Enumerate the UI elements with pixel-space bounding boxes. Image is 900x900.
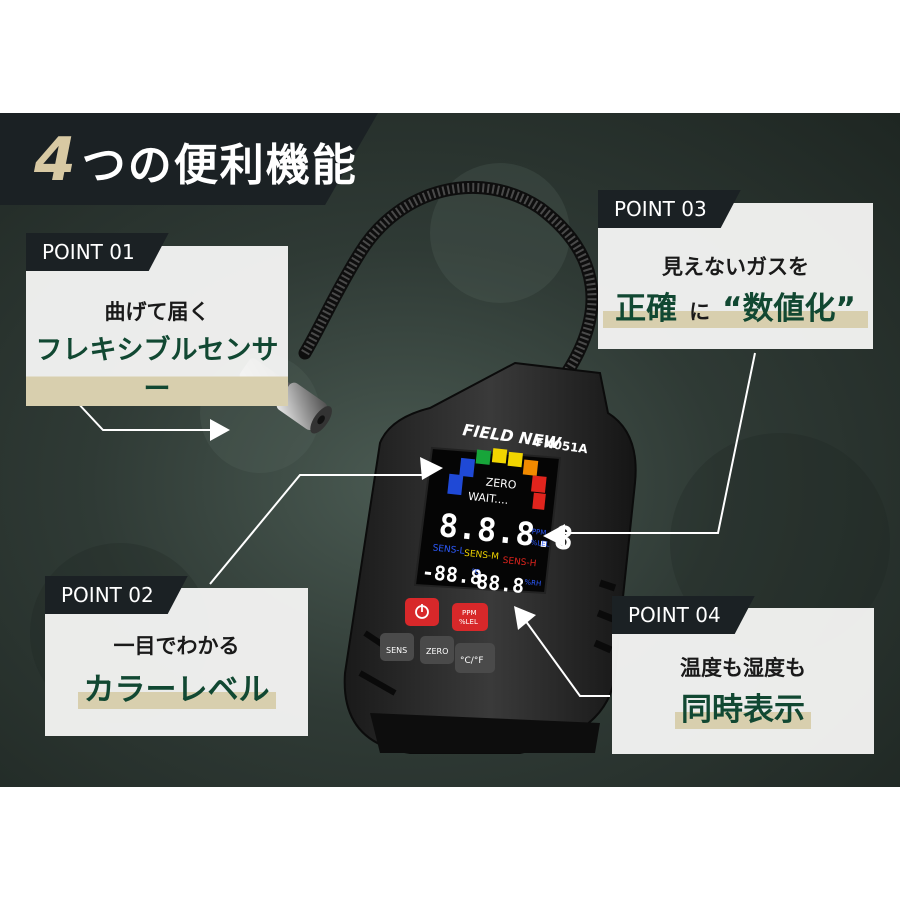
page-title: 4つの便利機能: [34, 130, 358, 191]
sens-m-indicator: SENS-M: [464, 549, 500, 563]
point-01-tag: POINT 01: [26, 233, 169, 271]
point-03-line1: 見えないガスを: [662, 255, 809, 279]
sens-h-indicator: SENS-H: [502, 556, 537, 569]
temp-unit-button[interactable]: °C/°F: [455, 643, 495, 673]
sens-button[interactable]: SENS: [380, 633, 414, 661]
point-02-line1: 一目でわかる: [113, 634, 240, 658]
point-03-word-numeric: “数値化”: [716, 283, 862, 328]
ppm-lel-button-label-2: %LEL: [459, 618, 478, 626]
point-04-tag: POINT 04: [612, 596, 755, 634]
sens-button-label: SENS: [386, 646, 407, 655]
point-03-word-accurate: 正確: [609, 283, 684, 328]
connector-point-03: [560, 352, 756, 534]
point-02-line2: カラーレベル: [45, 664, 308, 709]
arrow-point-04-icon: [514, 606, 536, 630]
title-band: [0, 113, 378, 205]
lcd-screen: ZERO WAIT.... 8.8.8.8 PPM %LEL SENS-L SE…: [421, 448, 575, 598]
point-01-line1: 曲げて届く: [104, 300, 210, 324]
point-02-highlight: カラーレベル: [77, 664, 276, 709]
connector-point-02: [209, 474, 425, 585]
point-01-line2: フレキシブルセンサー: [26, 328, 288, 406]
connector-point-01: [74, 399, 215, 431]
color-level-arc: [447, 448, 547, 510]
point-03-tag: POINT 03: [598, 190, 741, 228]
temp-unit-button-label: °C/°F: [460, 656, 484, 666]
zero-button[interactable]: ZERO: [420, 636, 454, 664]
humidity-reading: 88.8: [475, 569, 525, 598]
point-04-line1: 温度も湿度も: [680, 656, 806, 680]
point-04-highlight: 同時表示: [675, 684, 811, 729]
gas-detector-device: [343, 361, 637, 754]
power-button[interactable]: [405, 598, 439, 626]
arrow-point-02-icon: [420, 457, 443, 480]
point-03-card: 見えないガスを 正確に“数値化”: [598, 203, 873, 349]
unit-ppm: PPM: [531, 528, 546, 537]
humidity-unit: %RH: [524, 578, 542, 588]
unit-lel: %LEL: [530, 539, 550, 549]
title-number: 4: [34, 125, 78, 195]
ppm-lel-button[interactable]: PPM %LEL: [452, 603, 488, 631]
point-04-line2: 同時表示: [612, 684, 874, 729]
ppm-lel-button-label-1: PPM: [462, 609, 476, 617]
point-03-line2: 正確に“数値化”: [598, 283, 873, 328]
arrow-point-01-icon: [210, 419, 230, 441]
point-01-highlight: フレキシブルセンサー: [26, 328, 288, 406]
sens-l-indicator: SENS-L: [432, 543, 465, 556]
point-03-highlight: 正確に“数値化”: [603, 283, 868, 328]
connector-point-04: [524, 619, 610, 697]
device-buttons: PPM %LEL SENS ZERO °C/°F: [380, 598, 495, 673]
callout-connectors: [74, 352, 756, 697]
wait-indicator: WAIT....: [467, 490, 509, 507]
zero-button-label: ZERO: [426, 647, 448, 656]
zero-indicator: ZERO: [485, 476, 517, 492]
temperature-unit: °C: [471, 568, 480, 577]
arrow-point-03-icon: [543, 524, 565, 547]
point-01-card: 曲げて届く フレキシブルセンサー: [26, 246, 288, 406]
point-03-particle: に: [683, 296, 717, 326]
point-02-tag: POINT 02: [45, 576, 188, 614]
title-text: つの便利機能: [81, 140, 358, 191]
